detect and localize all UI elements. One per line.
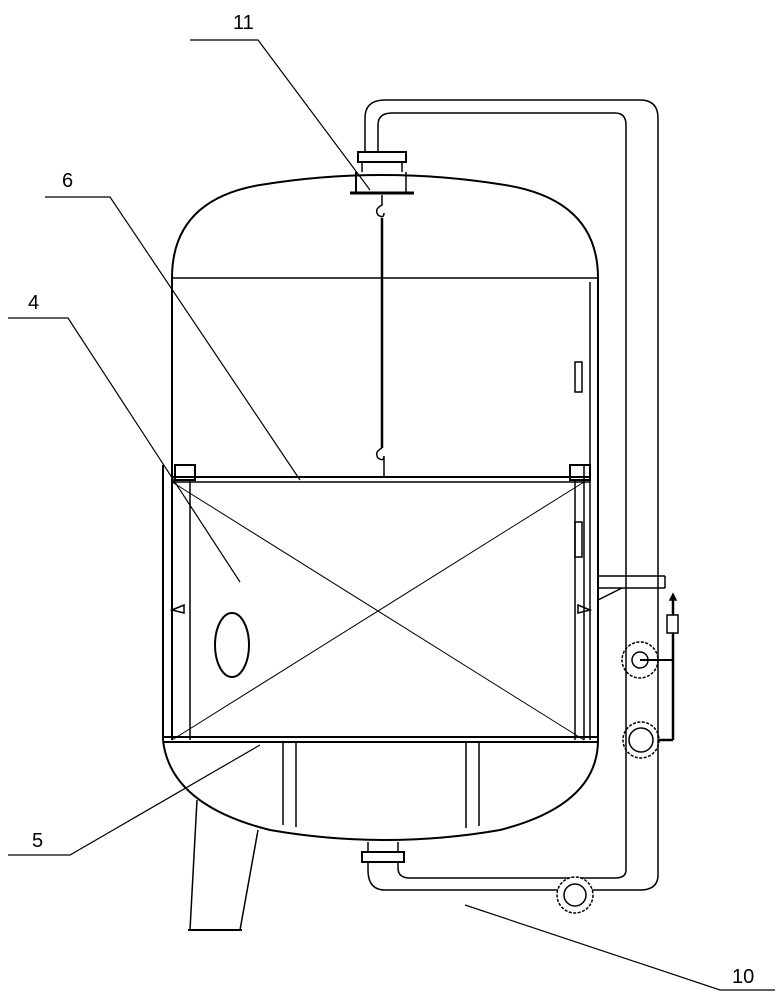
valve-bottom	[556, 876, 594, 914]
label-6: 6	[62, 170, 74, 192]
sight-window-upper	[574, 361, 583, 393]
manhole-oval	[214, 612, 250, 678]
bottom-dome	[162, 739, 599, 841]
label-10: 10	[732, 966, 755, 988]
top-dome	[171, 174, 599, 279]
grid-plate	[172, 464, 591, 740]
leader-lines	[8, 39, 775, 991]
label-4: 4	[28, 292, 40, 314]
bottom-nozzle	[361, 851, 405, 863]
support-leg	[189, 799, 259, 931]
inner-supports	[282, 742, 480, 828]
filter-cartridge	[169, 481, 593, 741]
gauge-line	[659, 592, 679, 742]
valve-upper	[621, 641, 672, 679]
hanging-rod	[375, 195, 385, 477]
sight-window-lower	[574, 521, 583, 558]
top-nozzle	[350, 151, 414, 195]
label-5: 5	[32, 830, 44, 852]
valve-lower	[622, 721, 660, 759]
label-11: 11	[233, 12, 254, 34]
external-pipe	[364, 99, 659, 891]
side-outlet	[597, 575, 666, 601]
